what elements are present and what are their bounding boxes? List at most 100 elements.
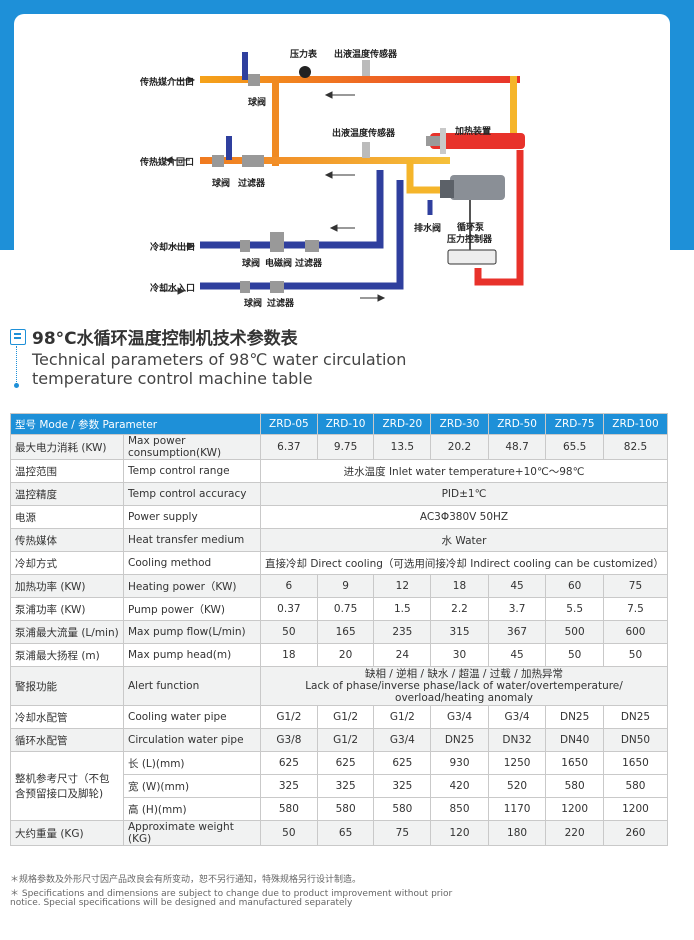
cell: 580	[602, 774, 669, 798]
cell: G3/4	[430, 705, 489, 729]
ball-valve-label-2: 球阀	[212, 179, 231, 189]
cell: G3/4	[373, 728, 432, 752]
cooling-out-pipe	[200, 170, 384, 249]
medium-return-label: 传热媒介回口	[140, 158, 195, 168]
cell: 580	[260, 797, 318, 821]
cell: 48.7	[487, 434, 547, 460]
title-divider	[16, 346, 17, 384]
row-label-en: 长 (L)(mm)	[123, 751, 261, 775]
ball-valve-4-icon	[240, 281, 250, 293]
hot-outlet-pipe	[200, 76, 520, 83]
cooling-in-pipe	[200, 180, 404, 290]
row-label-cn: 温控精度	[10, 482, 124, 506]
cell: 50	[260, 820, 318, 846]
header-model: ZRD-50	[487, 413, 547, 435]
span-cell: PID±1℃	[260, 482, 668, 506]
cell: 30	[430, 643, 489, 667]
cell: 5.5	[545, 597, 604, 621]
cell: 580	[316, 797, 375, 821]
cell: 2.2	[430, 597, 489, 621]
cell: 7.5	[602, 597, 669, 621]
row-label-en: Pump power（KW)	[123, 597, 261, 621]
cell: 260	[602, 820, 669, 846]
header-model: ZRD-10	[316, 413, 375, 435]
note-english-1: ＊ Specifications and dimensions are subj…	[10, 889, 453, 899]
cell: 500	[545, 620, 604, 644]
spec-table: 型号 Mode / 参数 Parameter ZRD-05 ZRD-10 ZRD…	[10, 413, 669, 846]
row-label-en: Power supply	[123, 505, 261, 529]
table-row: 电源 Power supply AC3Φ380V 50HZ	[10, 505, 668, 529]
header-row: 型号 Mode / 参数 Parameter ZRD-05 ZRD-10 ZRD…	[10, 413, 669, 435]
row-label-cn: 电源	[10, 505, 124, 529]
return-pipe	[200, 157, 450, 164]
row-label-cn: 循环水配管	[10, 728, 124, 752]
alert-cn: 缺相 / 逆相 / 缺水 / 超温 / 过载 / 加热异常	[364, 668, 564, 680]
cell: 9	[316, 574, 375, 598]
row-label-en: Circulation water pipe	[123, 728, 261, 752]
table-row: 泵浦功率 (KW) Pump power（KW) 0.37 0.75 1.5 2…	[10, 597, 669, 621]
cell: G1/2	[260, 705, 318, 729]
table-row: 警报功能 Alert function 缺相 / 逆相 / 缺水 / 超温 / …	[10, 666, 668, 706]
ball-valve-label-3: 球阀	[242, 259, 261, 269]
cell: 65.5	[545, 434, 604, 460]
row-label-cn: 警报功能	[10, 666, 124, 706]
table-row: 冷却方式 Cooling method 直接冷却 Direct cooling（…	[10, 551, 668, 575]
row-label-cn: 整机参考尺寸（不包含预留接口及脚轮)	[10, 751, 124, 821]
outlet-valve-handle	[242, 52, 248, 80]
span-cell: 缺相 / 逆相 / 缺水 / 超温 / 过载 / 加热异常 Lack of ph…	[260, 666, 668, 706]
pressure-gauge-icon	[299, 66, 311, 78]
table-row: 宽 (W)(mm) 325 325 325 420 520 580 580	[11, 774, 669, 798]
cell: 65	[316, 820, 375, 846]
row-label-cn: 加热功率 (KW)	[10, 574, 124, 598]
pressure-controller-box	[447, 249, 497, 265]
span-cell: AC3Φ380V 50HZ	[260, 505, 668, 529]
table-row: 整机参考尺寸（不包含预留接口及脚轮) 长 (L)(mm) 625 625 625…	[10, 751, 669, 821]
row-label-en: 宽 (W)(mm)	[123, 774, 261, 798]
cell: 20.2	[430, 434, 489, 460]
row-label-cn: 传热媒体	[10, 528, 124, 552]
heater-body	[430, 133, 525, 149]
heater-label: 加热装置	[455, 127, 492, 137]
cell: 625	[316, 751, 375, 775]
cell: 367	[487, 620, 547, 644]
cell: 24	[373, 643, 432, 667]
cell: 520	[487, 774, 547, 798]
cell: 20	[316, 643, 375, 667]
cell: DN25	[430, 728, 489, 752]
cell: 45	[487, 643, 547, 667]
span-cell: 进水温度 Inlet water temperature+10℃～98℃	[260, 459, 668, 483]
header-model: ZRD-100	[602, 413, 669, 435]
note-chinese: ＊规格参数及外形尺寸因产品改良会有所变动，恕不另行通知，特殊规格另行设计制造。	[10, 875, 362, 885]
temp-sensor-1	[362, 60, 370, 76]
cell: 82.5	[602, 434, 669, 460]
cell: 220	[545, 820, 604, 846]
header-model: ZRD-20	[373, 413, 432, 435]
title-english: Technical parameters of 98℃ water circul…	[32, 350, 407, 388]
temp-sensor-2	[362, 142, 370, 158]
cell: DN32	[487, 728, 547, 752]
header-mode: 型号 Mode / 参数 Parameter	[10, 413, 261, 435]
cell: DN40	[545, 728, 604, 752]
table-row: 最大电力消耗 (KW) Max power consumption(KW) 6.…	[10, 434, 669, 460]
row-label-en: Max pump head(m)	[123, 643, 261, 667]
cell: 1170	[487, 797, 547, 821]
cell: 45	[487, 574, 547, 598]
cell: 75	[602, 574, 669, 598]
cell: 420	[430, 774, 489, 798]
cell: 325	[316, 774, 375, 798]
cell: 1200	[545, 797, 604, 821]
row-label-en: Approximate weight (KG)	[123, 820, 261, 846]
pressure-controller-label: 压力控制器	[447, 235, 493, 245]
cell: 600	[602, 620, 669, 644]
filter-3-icon	[270, 281, 284, 293]
header-model: ZRD-05	[260, 413, 318, 435]
row-label-cn: 大约重量 (KG)	[10, 820, 124, 846]
pressure-gauge-label: 压力表	[290, 50, 318, 60]
drain-valve-label: 排水阀	[414, 224, 442, 234]
cell: 75	[373, 820, 432, 846]
table-row: 泵浦最大流量 (L/min) Max pump flow(L/min) 50 1…	[10, 620, 669, 644]
cell: 580	[545, 774, 604, 798]
cell: 1200	[602, 797, 669, 821]
cell: 50	[545, 643, 604, 667]
cell: 325	[373, 774, 432, 798]
